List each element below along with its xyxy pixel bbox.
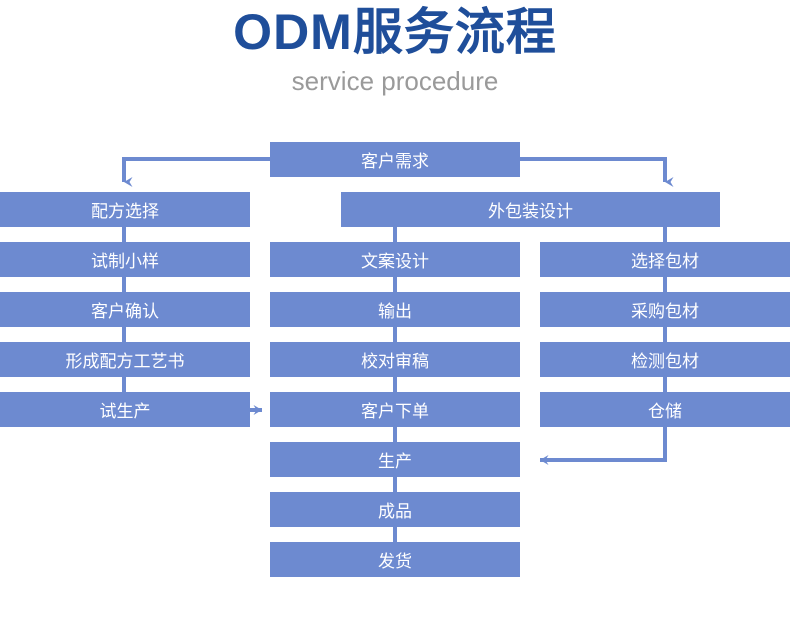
edge-requirement-to-package bbox=[520, 157, 674, 187]
node-label: 仓储 bbox=[648, 402, 682, 421]
page-header: ODM服务流程 service procedure bbox=[0, 0, 790, 96]
node-label: 配方选择 bbox=[91, 202, 159, 221]
node-label: 形成配方工艺书 bbox=[65, 352, 185, 371]
node-inspect-packaging[interactable]: 检测包材 bbox=[540, 342, 790, 377]
node-customer-requirement[interactable]: 客户需求 bbox=[270, 142, 520, 177]
node-customer-confirm[interactable]: 客户确认 bbox=[0, 292, 250, 327]
node-output[interactable]: 输出 bbox=[270, 292, 520, 327]
node-shipment[interactable]: 发货 bbox=[270, 542, 520, 577]
node-label: 客户需求 bbox=[361, 152, 429, 171]
node-production[interactable]: 生产 bbox=[270, 442, 520, 477]
node-select-packaging[interactable]: 选择包材 bbox=[540, 242, 790, 277]
node-label: 试生产 bbox=[99, 402, 151, 421]
node-finished-product[interactable]: 成品 bbox=[270, 492, 520, 527]
node-purchase-packaging[interactable]: 采购包材 bbox=[540, 292, 790, 327]
node-warehousing[interactable]: 仓储 bbox=[540, 392, 790, 427]
node-label: 外包装设计 bbox=[488, 202, 573, 221]
edge-requirement-to-formula bbox=[122, 157, 270, 187]
node-label: 采购包材 bbox=[631, 302, 699, 321]
node-trial-production[interactable]: 试生产 bbox=[0, 392, 250, 427]
page-title: ODM服务流程 bbox=[233, 4, 557, 60]
node-label: 生产 bbox=[378, 452, 412, 471]
node-label: 文案设计 bbox=[361, 252, 429, 271]
edge-warehouse-to-production bbox=[540, 427, 667, 465]
page-subtitle: service procedure bbox=[291, 66, 499, 96]
node-label: 试制小样 bbox=[91, 252, 159, 271]
node-label: 发货 bbox=[378, 552, 412, 571]
node-formula-document[interactable]: 形成配方工艺书 bbox=[0, 342, 250, 377]
node-label: 检测包材 bbox=[631, 352, 699, 371]
node-label: 成品 bbox=[378, 502, 412, 521]
node-label: 校对审稿 bbox=[361, 352, 429, 371]
node-label: 客户下单 bbox=[361, 402, 429, 421]
node-customer-order[interactable]: 客户下单 bbox=[270, 392, 520, 427]
node-proofreading[interactable]: 校对审稿 bbox=[270, 342, 520, 377]
node-trial-sample[interactable]: 试制小样 bbox=[0, 242, 250, 277]
node-copy-design[interactable]: 文案设计 bbox=[270, 242, 520, 277]
node-label: 选择包材 bbox=[631, 252, 699, 271]
node-formula-selection[interactable]: 配方选择 bbox=[0, 192, 250, 227]
node-label: 客户确认 bbox=[91, 302, 159, 321]
node-label: 输出 bbox=[378, 302, 412, 321]
node-package-design[interactable]: 外包装设计 bbox=[341, 192, 720, 227]
